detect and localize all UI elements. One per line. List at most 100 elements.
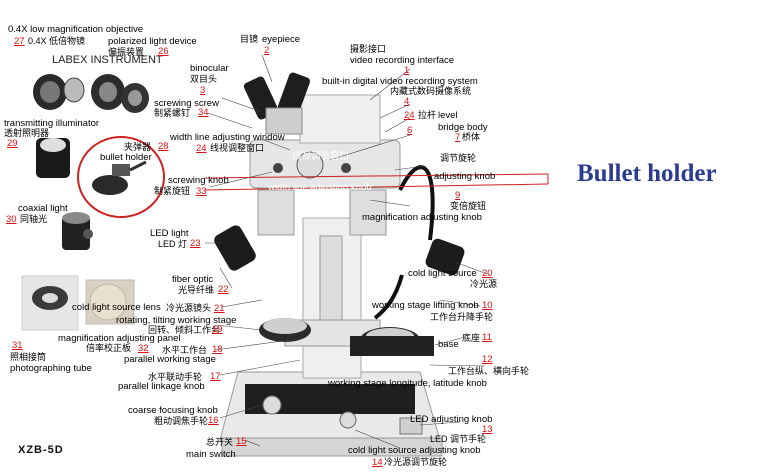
label-15-cn: 总开关 — [206, 437, 234, 447]
label-14-num: 14 — [372, 457, 383, 468]
microscope-base — [219, 371, 443, 457]
label-15-num: 15 — [236, 436, 247, 447]
label-9-num: 9 — [455, 190, 461, 201]
label-29-num: 29 — [7, 138, 18, 149]
label-1-num: 1 — [404, 65, 410, 76]
label-29-en: transmitting illuminator — [4, 118, 100, 129]
bullet-holder-callout: Bullet holder — [577, 160, 717, 187]
label-24-en: width line adjusting window — [170, 132, 285, 143]
label-28-cn: 夹弹器 — [124, 142, 152, 152]
label-31-cn: 照相接筒 — [10, 352, 47, 362]
label-12-en: working stage longitude, latitude knob — [328, 378, 487, 389]
label-20-num: 20 — [482, 268, 493, 279]
label-31-en: photographing tube — [10, 363, 92, 374]
label-9-en: magnification adjusting knob — [362, 212, 482, 223]
label-23-num: 23 — [190, 238, 201, 249]
label-4-num: 4 — [404, 96, 410, 107]
transmitting-illuminator-accessory — [36, 138, 70, 178]
label-11-cn: 底座 — [462, 333, 481, 343]
label-21-en: cold light source lens — [72, 302, 161, 313]
label-23-en: LED light — [150, 228, 189, 239]
label-3-num: 3 — [200, 85, 206, 96]
label-1b-cn: 内藏式数码摄像系统 — [390, 86, 472, 96]
label-5-cn: 桥体 — [462, 132, 481, 142]
label-14-cn: 冷光源调节旋轮 — [384, 457, 448, 467]
label-18-en: parallel working stage — [124, 354, 216, 365]
label-17-cn: 水平联动手轮 — [148, 372, 203, 382]
label-16-num: 16 — [208, 415, 219, 426]
led-lights — [214, 165, 465, 320]
label-18-num: 18 — [212, 344, 223, 355]
label-16-cn: 粗动调焦手轮 — [154, 416, 209, 426]
label-27-cn: 0.4X 低倍物镜 — [28, 36, 86, 46]
label-5-en: bridge body — [438, 122, 488, 133]
coaxial-light-accessory — [62, 212, 93, 250]
label-30-en: coaxial light — [18, 203, 68, 214]
working-stages — [259, 318, 434, 356]
label-12-num: 12 — [482, 354, 493, 365]
label-7-cn: 调节旋轮 — [440, 153, 477, 163]
label-17-num: 17 — [210, 371, 221, 382]
label-12-cn: 工作台纵、横向手轮 — [448, 366, 530, 376]
label-29-cn: 透射照明器 — [4, 128, 50, 138]
label-21-num: 21 — [214, 303, 225, 314]
label-17-en: parallel linkage knob — [118, 381, 205, 392]
label-11-num: 11 — [482, 332, 492, 343]
label-27-en: 0.4X low magnification objective — [8, 24, 144, 35]
label-6-num: 6 — [407, 125, 413, 136]
label-34-num: 34 — [198, 107, 209, 118]
label-7-en: adjusting knob — [434, 171, 496, 182]
label-2-en: eyepiece — [262, 34, 301, 45]
binocular-head — [243, 72, 311, 135]
label-18-cn: 水平工作台 — [162, 345, 208, 355]
width-line-window-text: 线视调节窗口 — [292, 151, 350, 162]
label-10-cn: 工作台升降手轮 — [430, 312, 494, 322]
label-33-cn: 制紧旋钮 — [154, 186, 191, 196]
label-24-cn: 线视调整窗口 — [210, 143, 265, 153]
label-20-cn: 冷光源 — [470, 279, 498, 289]
label-26-en: polarized light device — [108, 36, 197, 47]
label-32-cn: 倍率校正板 — [86, 343, 132, 353]
label-4-en: level — [438, 110, 458, 121]
label-3-en: binocular — [190, 63, 229, 74]
label-3-cn: 双目头 — [190, 74, 218, 84]
label-22-cn: 光导纤维 — [178, 285, 215, 295]
label-28-num: 28 — [158, 141, 169, 152]
label-20-en: cold light source — [408, 268, 477, 279]
label-14-en: cold light source adjusting knob — [348, 445, 481, 456]
callout-lines — [204, 173, 549, 191]
label-10-num: 10 — [482, 300, 493, 311]
label-1-cn: 摄影接口 — [350, 44, 387, 54]
leader-lines — [205, 54, 491, 449]
label-21-cn: 冷光源镜头 — [166, 303, 212, 313]
label-1b-en: built-in digital video recording system — [322, 76, 478, 87]
brand-watermark: LABEX INSTRUMENT — [52, 54, 163, 66]
label-2-num: 2 — [264, 45, 270, 56]
label-1-en: video recording interface — [350, 55, 455, 66]
label-19-en: rotating, tilting working stage — [116, 315, 237, 326]
model-label: XZB-5D — [18, 444, 64, 456]
label-30-num: 30 — [6, 214, 17, 225]
label-34-cn: 制紧螺钉 — [154, 108, 191, 118]
label-11-en: base — [438, 339, 459, 350]
label-27-num: 27 — [14, 36, 25, 47]
photographing-tube-accessory — [21, 275, 79, 331]
label-26-num: 26 — [158, 46, 169, 57]
objective-accessory — [33, 74, 85, 110]
label-34-en: screwing screw — [154, 98, 219, 109]
polarized-device-accessory — [91, 74, 149, 113]
cold-light-lens-accessory — [85, 279, 135, 325]
label-28-en: bullet holder — [100, 152, 152, 163]
label-32-en: magnification adjusting panel — [58, 333, 181, 344]
label-15-en: main switch — [186, 449, 236, 460]
label-19-num: 19 — [212, 324, 223, 335]
label-13-en: LED adjusting knob — [410, 414, 493, 425]
label-5-num-b: 7 — [455, 132, 461, 143]
width-line-knob-text: width line adjusting knob — [268, 182, 372, 193]
label-4-cn: 拉杆 — [418, 110, 437, 120]
label-24-num: 24 — [196, 143, 207, 154]
label-33-num: 33 — [196, 186, 207, 197]
label-5-num: 24 — [404, 110, 415, 121]
label-22-num: 22 — [218, 284, 229, 295]
label-31-num: 31 — [12, 340, 23, 351]
